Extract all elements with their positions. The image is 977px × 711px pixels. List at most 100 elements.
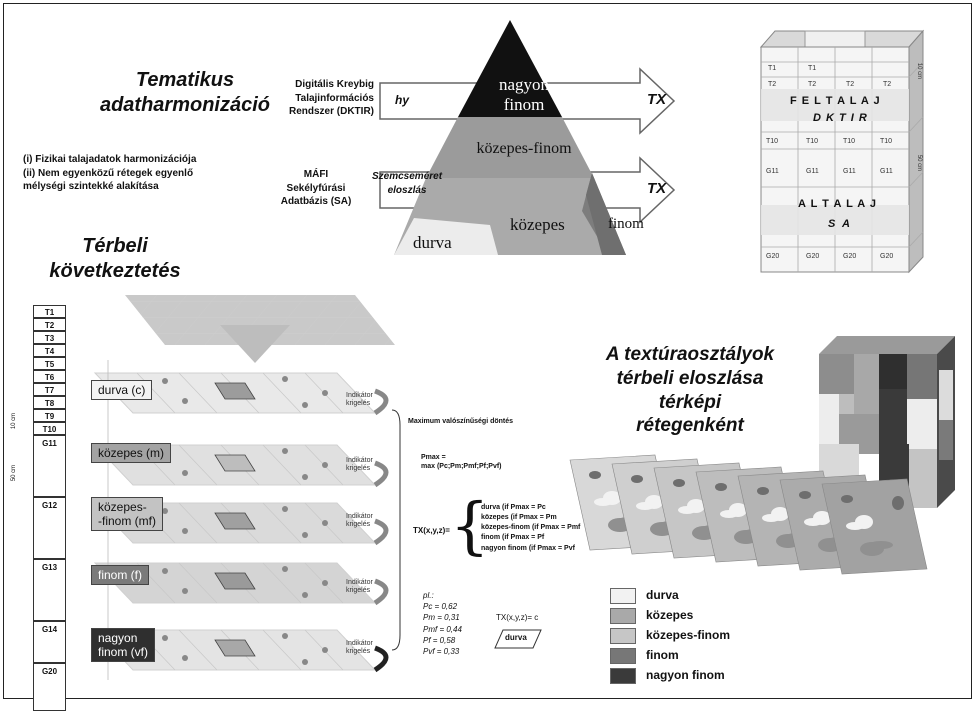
cube-t2-a: T2	[768, 81, 777, 88]
kriging-label-line: Indikátor	[346, 513, 373, 520]
target-cell-3	[214, 512, 256, 530]
harmonization-points: (i) Fizikai talajadatok harmonizációja (…	[23, 153, 196, 194]
legend-label: finom	[646, 648, 679, 662]
cube-altalaj: A L T A L A J	[798, 198, 878, 210]
sample-point	[302, 659, 308, 665]
point-2b: mélységi szintekké alakítása	[23, 181, 159, 192]
sample-point	[322, 580, 328, 586]
layer-label-text: durva (c)	[98, 383, 146, 397]
layer-label-2: közepes (m)	[91, 443, 172, 463]
cube-g20-b: G20	[806, 253, 820, 260]
cube-t10-b: T10	[806, 138, 819, 145]
sample-point	[182, 528, 188, 534]
cube-t1-a: T1	[768, 65, 777, 72]
legend-label: közepes	[646, 608, 694, 622]
plane-gridline	[262, 372, 302, 414]
kriging-label-line: Indikátor	[346, 579, 373, 586]
plane-gridline	[178, 444, 218, 486]
layer-label-1: durva (c)	[91, 380, 153, 400]
kriging-label-line: krigelés	[346, 465, 371, 473]
kriging-arrow-1	[373, 388, 389, 416]
soil-cube	[759, 29, 925, 274]
depth-row-g14: G14	[33, 621, 66, 663]
sample-point	[302, 532, 308, 538]
sample-point	[322, 390, 328, 396]
depth-row-g13: G13	[33, 559, 66, 621]
map-patch	[715, 483, 727, 491]
map-patch	[673, 479, 685, 487]
legend-swatch	[610, 628, 636, 644]
depth-row-t6: T6	[33, 370, 66, 383]
map-stack	[569, 454, 928, 575]
pmax: Pmax = max (Pc;Pm;Pmf;Pf;Pvf)	[421, 454, 502, 471]
map-patch	[892, 496, 904, 510]
spatial-title: Térbeli következtetés	[49, 235, 181, 282]
sample-point	[282, 506, 288, 512]
sample-point	[162, 635, 168, 641]
cube-t2-c: T2	[846, 81, 855, 88]
legend-swatch	[610, 648, 636, 664]
layer-label-3: közepes--finom (mf)	[91, 497, 163, 531]
legend-swatch	[610, 668, 636, 684]
depth-row-t3: T3	[33, 331, 66, 344]
depth-row-t4: T4	[33, 344, 66, 357]
kriging-label-line: Indikátor	[346, 457, 373, 464]
max-title: Maximum valószínűségi döntés	[408, 418, 514, 425]
sample-point	[302, 592, 308, 598]
cube-depth-mid: 50 cm	[916, 154, 923, 172]
depth-row-t2: T2	[33, 318, 66, 331]
kriging-arrow-2	[373, 460, 389, 488]
sample-point	[322, 520, 328, 526]
map-patch	[589, 471, 601, 479]
map-patch	[846, 522, 864, 530]
cube-g20-c: G20	[843, 253, 857, 260]
cube-t10-a: T10	[766, 138, 779, 145]
cube-depth-top: 10 cm	[916, 62, 923, 80]
map-title: A textúraosztályok térbeli eloszlása tér…	[605, 344, 775, 437]
cube-g20-d: G20	[880, 253, 894, 260]
sample-point	[282, 633, 288, 639]
depth-row-t1: T1	[33, 305, 66, 318]
legend-label: nagyon finom	[646, 668, 725, 682]
cube-dktir: D K T I R	[813, 112, 868, 124]
plane-gridline	[262, 562, 302, 604]
band-nagyon-finom	[458, 20, 562, 117]
sample-point	[162, 568, 168, 574]
pyramid-label-kozepes: közepes	[510, 215, 565, 234]
map-patch	[757, 487, 769, 495]
sample-point	[322, 462, 328, 468]
cube-g11-b: G11	[806, 168, 819, 175]
legend-label: közepes-finom	[646, 628, 731, 642]
target-cell-4	[214, 572, 256, 590]
point-2a: (ii) Nem egyenközű rétegek egyenlő	[23, 167, 194, 179]
indicator-layers	[93, 295, 395, 680]
cube-t2-d: T2	[883, 81, 892, 88]
sample-point	[182, 588, 188, 594]
depth-row-g11: G11	[33, 435, 66, 497]
map-patch	[841, 495, 853, 503]
pyramid-label-finom: finom	[608, 216, 644, 232]
plane-gridline	[178, 562, 218, 604]
kriging-label-line: krigelés	[346, 521, 371, 529]
cube-t10-d: T10	[880, 138, 893, 145]
tx-cases: durva (if Pmax = Pc közepes (if Pmax = P…	[481, 504, 581, 552]
tx-result: TX(x,y,z)= c	[496, 613, 539, 622]
label-tx-1: TX	[647, 91, 667, 108]
cube-feltalaj: F E L T A L A J	[790, 95, 881, 107]
point-1: (i) Fizikai talajadatok harmonizációja	[23, 154, 197, 165]
plane-gridline	[262, 502, 302, 544]
figure-frame	[3, 3, 972, 699]
map-patch	[762, 514, 780, 522]
cube-g20-a: G20	[766, 253, 780, 260]
layer-label-text: finom (vf)	[98, 645, 149, 659]
kriging-label-line: krigelés	[346, 648, 371, 656]
target-cell-2	[214, 454, 256, 472]
band-durva	[394, 218, 498, 255]
legend-label: durva	[646, 588, 679, 602]
example: pl.: Pc = 0,62 Pm = 0,31 Pmf = 0,44 Pf =…	[423, 591, 462, 656]
plane-gridline	[262, 629, 302, 671]
depth-row-g12: G12	[33, 497, 66, 559]
